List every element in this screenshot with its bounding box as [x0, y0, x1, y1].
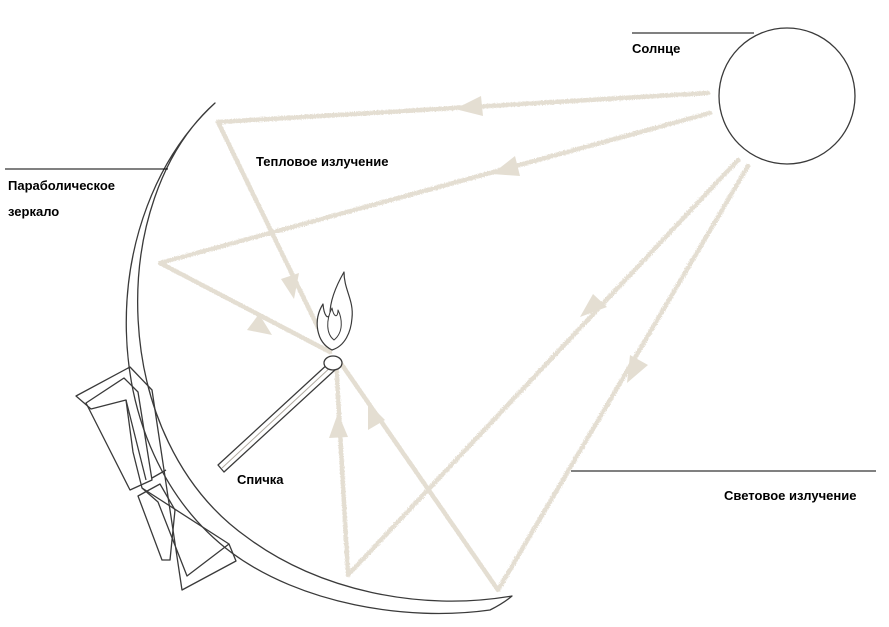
match-head	[324, 356, 342, 370]
arrowhead-light-right	[627, 355, 648, 383]
mirror-label-line1: Параболическое	[8, 177, 115, 194]
heat-radiation-label: Тепловое излучение	[256, 153, 388, 170]
radiation-rays	[160, 93, 748, 590]
sun-circle	[719, 28, 855, 164]
arrowhead-heat-lower	[492, 156, 520, 176]
mirror-support-frame	[76, 367, 236, 590]
mirror-label-line2: зеркало	[8, 203, 59, 220]
match-label: Спичка	[237, 471, 284, 488]
reflected-light-ray-left	[336, 360, 348, 575]
sun-label: Солнце	[632, 40, 680, 57]
reflected-ray-lower	[160, 263, 330, 352]
light-radiation-label: Световое излучение	[724, 487, 856, 504]
heat-ray-lower	[160, 113, 710, 263]
arrowhead-reflected-light-left	[329, 413, 348, 438]
arrowhead-reflected-upper	[281, 273, 299, 299]
parabolic-mirror	[126, 103, 512, 613]
